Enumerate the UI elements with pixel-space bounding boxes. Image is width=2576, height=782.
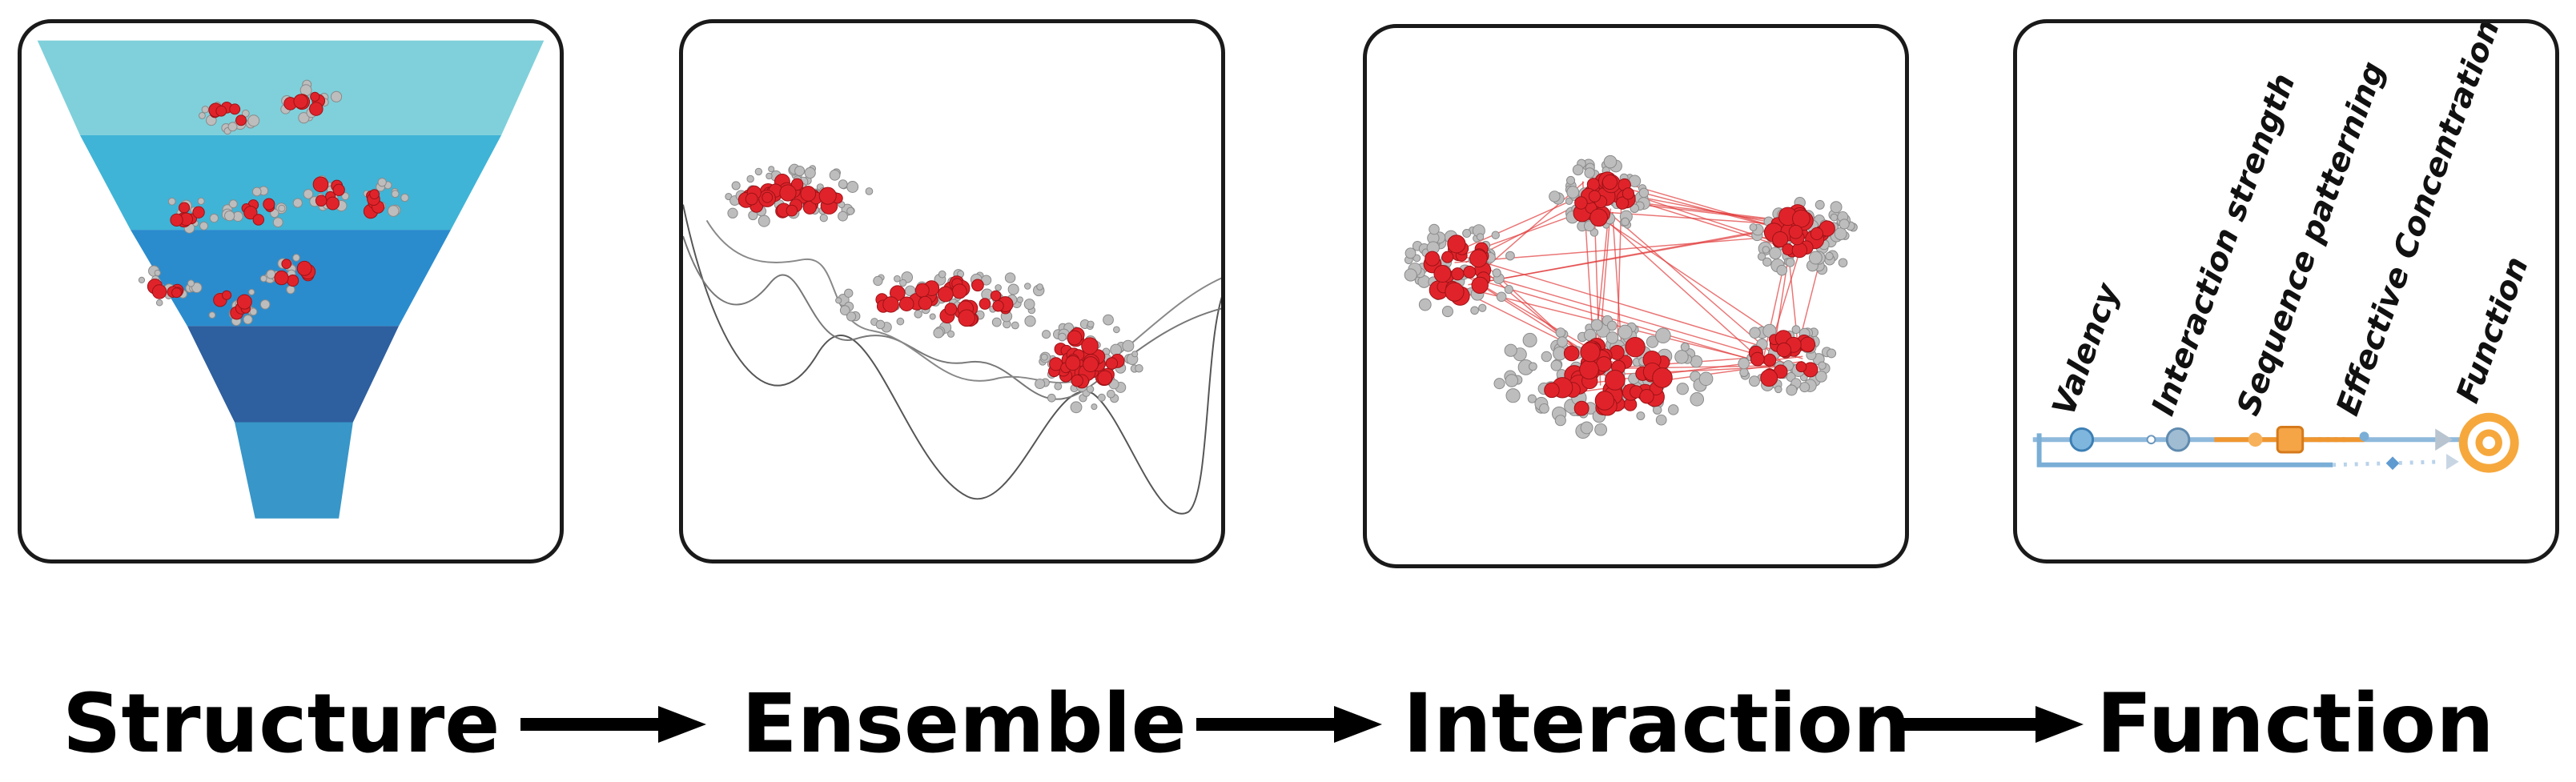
arrow-right-icon	[1196, 706, 1382, 743]
funnel-band-1	[37, 40, 545, 135]
stage-flow: Structure Ensemble Interaction Function	[0, 672, 2576, 776]
arrow-right-icon	[1898, 706, 2084, 743]
label-valency: Valency	[2045, 277, 2128, 420]
molecule-cluster	[1404, 223, 1515, 318]
structure-panel	[18, 19, 564, 563]
valency-marker	[2069, 427, 2095, 452]
molecule-cluster	[198, 101, 260, 135]
molecule-cluster	[725, 163, 874, 227]
molecule-cluster	[221, 186, 287, 228]
funnel-band-4	[187, 326, 399, 423]
interaction-strength-marker	[2165, 427, 2191, 452]
label-function: Function	[2449, 252, 2536, 407]
stage-ensemble: Ensemble	[741, 676, 1187, 772]
timeline-feedback-line	[2036, 433, 2333, 467]
molecule-cluster	[1035, 314, 1143, 414]
landscape-curve-1	[683, 204, 1221, 515]
interaction-panel	[1363, 24, 1909, 568]
timeline-arrowhead	[2435, 428, 2453, 451]
molecule-cluster	[259, 254, 316, 295]
molecule-cluster	[292, 175, 350, 212]
interaction-link	[1467, 269, 1798, 367]
interaction-link	[1464, 255, 1803, 359]
stage-interaction: Interaction	[1403, 676, 1911, 772]
diamond-marker	[2385, 456, 2400, 471]
conformer-cluster-group	[725, 163, 1143, 414]
molecule-cluster	[138, 265, 203, 307]
molecule-cluster	[1738, 323, 1837, 396]
molecule-cluster	[280, 79, 343, 124]
ensemble-panel	[679, 19, 1225, 563]
molecular-network-illustration	[1404, 154, 1858, 439]
small-marker	[2146, 435, 2156, 445]
stage-function: Function	[2096, 676, 2494, 772]
stage-structure: Structure	[62, 676, 500, 772]
network-node-group	[1404, 154, 1858, 439]
function-panel: Valency Interaction strength Sequence pa…	[2013, 19, 2559, 563]
molecule-cluster	[1549, 154, 1650, 237]
interaction-link	[1589, 364, 1807, 376]
molecule-cluster	[1493, 315, 1714, 439]
arrow-right-icon	[520, 706, 706, 743]
interaction-link	[1446, 194, 1585, 257]
effective-concentration-marker	[2359, 431, 2369, 442]
parameter-timeline-illustration: Valency Interaction strength Sequence pa…	[2032, 23, 2536, 473]
molecule-cluster	[363, 178, 409, 219]
interaction-link	[1587, 208, 1793, 347]
target-center	[2482, 436, 2496, 450]
funnel-band-5	[235, 422, 353, 519]
molecule-cluster	[1749, 197, 1858, 276]
molecule-cluster-group	[138, 79, 409, 327]
feedback-arrowhead	[2446, 453, 2459, 470]
funnel-band-2	[79, 134, 502, 231]
sequence-patterning-marker	[2248, 432, 2263, 447]
molecule-cluster	[835, 269, 1045, 339]
molecule-cluster	[208, 288, 271, 327]
square-marker	[2276, 425, 2305, 454]
funnel-molecules-illustration	[37, 40, 545, 519]
molecule-cluster	[167, 197, 219, 234]
energy-landscape-illustration	[683, 163, 1221, 515]
